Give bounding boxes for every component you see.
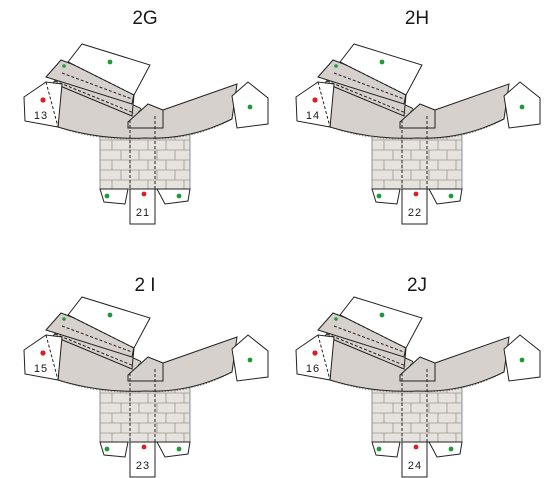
red-marker (40, 97, 46, 103)
panel-title: 2H (405, 8, 429, 29)
panel-2h: 2H 14 22 (295, 8, 541, 225)
bottom-number: 21 (136, 207, 150, 219)
top-number: 16 (306, 363, 320, 375)
panel-title: 2J (407, 275, 427, 296)
top-number: 14 (306, 110, 320, 122)
bottom-number: 22 (408, 207, 422, 219)
top-number: 13 (34, 110, 48, 122)
red-marker (312, 350, 318, 356)
bottom-number: 23 (136, 460, 150, 472)
red-marker (40, 350, 46, 356)
panel-2j: 2J 16 24 (295, 275, 541, 478)
panel-title: 2 I (134, 275, 155, 296)
panel-title: 2G (132, 8, 157, 29)
panel-2i: 2 I 15 23 (23, 275, 269, 478)
top-number: 15 (34, 363, 48, 375)
bottom-number: 24 (408, 460, 422, 472)
panel-2g: 2G 13 21 (23, 8, 269, 225)
red-marker (312, 97, 318, 103)
